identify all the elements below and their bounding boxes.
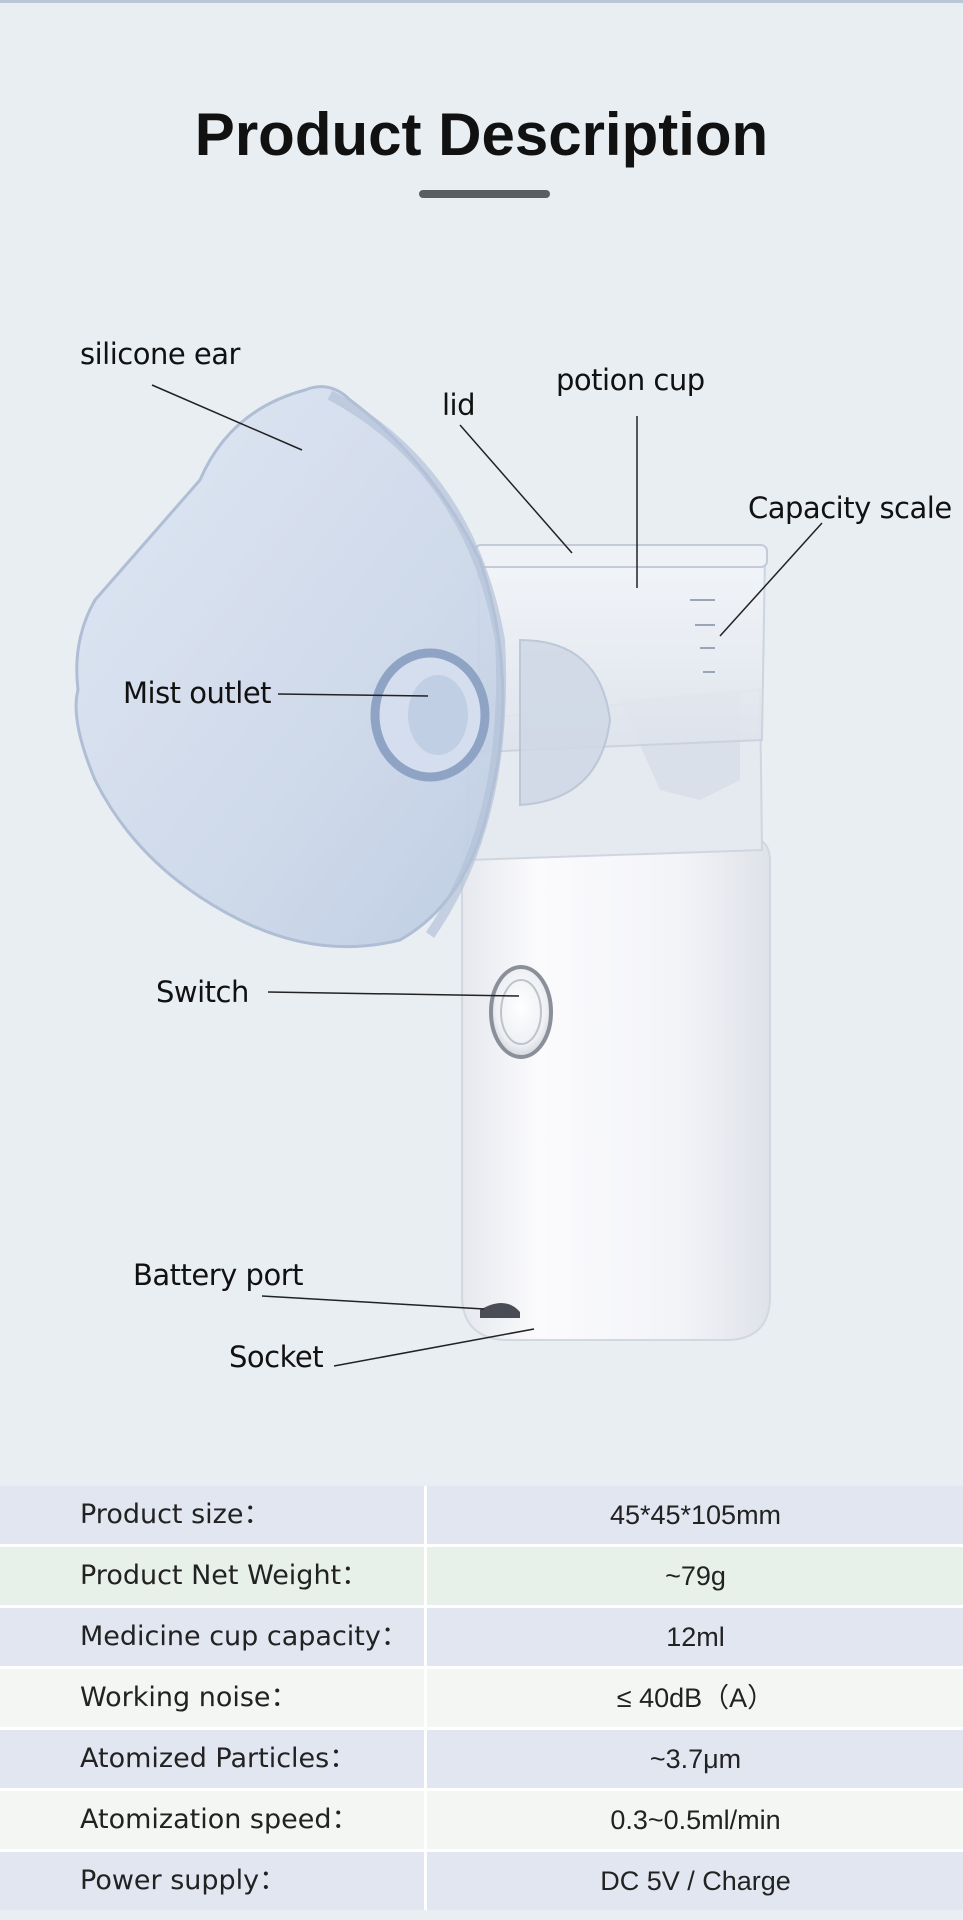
mask-rim xyxy=(327,390,507,938)
callout-potion-cup: potion cup xyxy=(556,363,705,397)
spec-label: Atomization speed： xyxy=(80,1804,359,1835)
spec-label: Atomized Particles： xyxy=(80,1743,357,1774)
socket-hole xyxy=(480,1302,520,1318)
spec-label: Product Net Weight： xyxy=(80,1560,369,1591)
spec-value: 0.3~0.5ml/min xyxy=(610,1805,781,1835)
spec-value: ~79g xyxy=(665,1561,726,1591)
spec-value: ~3.7μm xyxy=(649,1744,742,1774)
title-underline xyxy=(419,190,550,198)
table-row: Product size： 45*45*105mm xyxy=(0,1486,963,1544)
callout-mist-outlet: Mist outlet xyxy=(123,676,272,710)
spec-label: Medicine cup capacity： xyxy=(80,1621,408,1652)
table-row: Working noise： ≤ 40dB（A） xyxy=(0,1669,963,1727)
connector xyxy=(519,638,612,807)
callout-switch: Switch xyxy=(156,975,249,1009)
device-body xyxy=(461,835,771,1341)
lid-shape xyxy=(474,544,768,568)
table-row: Atomization speed： 0.3~0.5ml/min xyxy=(0,1791,963,1849)
callout-battery-port: Battery port xyxy=(133,1258,304,1292)
spec-label: Product size： xyxy=(80,1499,271,1530)
spec-value: ≤ 40dB（A） xyxy=(616,1683,775,1713)
page-title: Product Description xyxy=(194,101,769,168)
callout-lid: lid xyxy=(442,388,476,422)
top-border xyxy=(0,0,963,3)
spec-label: Working noise： xyxy=(80,1682,298,1713)
spec-value: 45*45*105mm xyxy=(609,1500,782,1530)
capacity-ticks xyxy=(690,599,715,673)
table-row: Atomized Particles： ~3.7μm xyxy=(0,1730,963,1788)
callout-socket: Socket xyxy=(229,1340,324,1374)
spec-label: Power supply： xyxy=(80,1865,287,1896)
callout-silicone-ear: silicone ear xyxy=(80,337,240,371)
spec-value: DC 5V / Charge xyxy=(600,1866,791,1896)
table-row: Product Net Weight： ~79g xyxy=(0,1547,963,1605)
nebulizer-illustration xyxy=(74,384,823,1367)
table-row: Medicine cup capacity： 12ml xyxy=(0,1608,963,1666)
spec-value: 12ml xyxy=(666,1622,725,1652)
table-row: Power supply： DC 5V / Charge xyxy=(0,1852,963,1910)
callout-capacity-scale: Capacity scale xyxy=(748,491,952,525)
